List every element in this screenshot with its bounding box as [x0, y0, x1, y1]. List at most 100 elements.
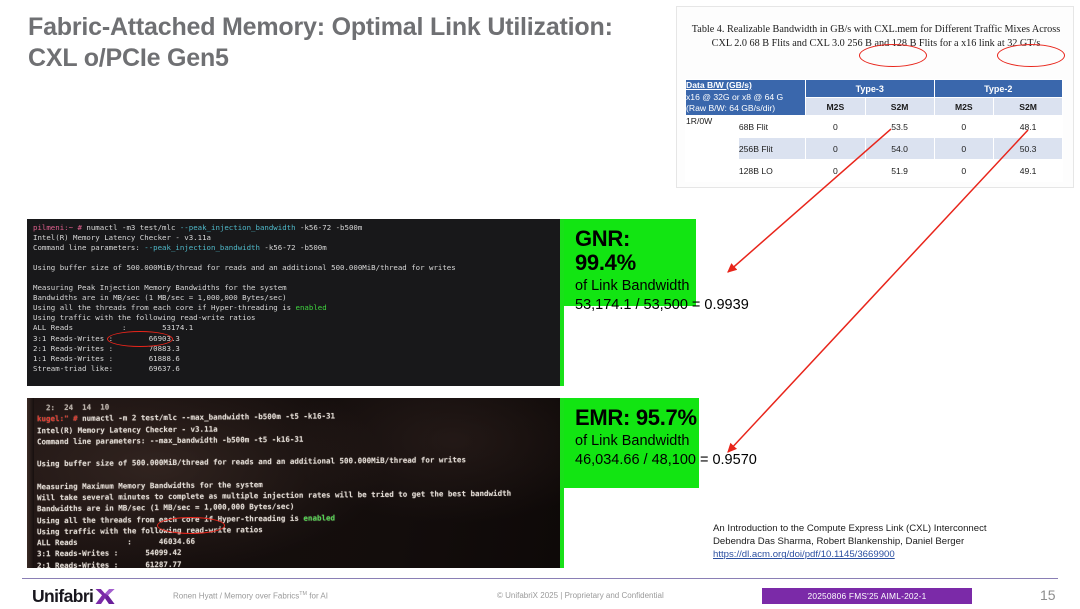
group-header-type3: Type-3 — [805, 79, 935, 98]
highlight-ellipse-535 — [859, 44, 927, 67]
terminal-2-result-value-0: 46034.66 — [158, 536, 196, 547]
row-group-label: 1R/0W — [685, 115, 739, 182]
table-row: 1R/0W 68B Flit 0 53.5 0 48.1 — [685, 115, 1063, 182]
page-number: 15 — [1040, 587, 1056, 603]
highlight-ellipse-all-reads-gnr — [107, 331, 173, 347]
citation: An Introduction to the Compute Express L… — [713, 522, 1063, 562]
terminal-2-line-1: Command line parameters: --max_bandwidth… — [37, 434, 304, 447]
citation-title: An Introduction to the Compute Express L… — [713, 523, 987, 534]
cell-r2-c3: 49.1 — [993, 159, 1063, 182]
terminal-1-result-value-0: 53174.1 — [162, 323, 194, 333]
corner-header-line2: x16 @ 32G or x8 @ 64 G — [686, 91, 784, 102]
photo-background — [27, 398, 560, 568]
footer-author-post: for AI — [307, 591, 328, 601]
unifabrix-logo: Unifabri — [32, 586, 116, 606]
terminal-2-result-value-2: 61287.77 — [145, 559, 182, 568]
bandwidth-table: Data B/W (GB/s) x16 @ 32G or x8 @ 64 G (… — [684, 79, 1063, 182]
terminal-1-line-1: Command line parameters: --peak_injectio… — [33, 243, 327, 253]
corner-header-line3: (Raw B/W: 64 GB/s/dir) — [686, 103, 776, 113]
footer-divider — [22, 578, 1058, 579]
footer-author-pre: Ronen Hyatt / Memory over Fabrics — [173, 591, 300, 601]
subheader-t2-s2m: S2M — [993, 97, 1063, 116]
terminal-1-command-flags: --peak_injection_bandwidth — [179, 223, 296, 232]
highlight-ellipse-all-reads-emr — [157, 517, 225, 534]
terminal-1-line-8: Using traffic with the following read-wr… — [33, 313, 256, 323]
terminal-1-result-label-4: Stream-triad like: — [33, 363, 114, 373]
logo-wordmark: Unifabri — [32, 585, 94, 606]
terminal-1-text: pilmeni:~ # numactl -m3 test/mlc --peak_… — [27, 219, 560, 374]
cell-r0-c2: 0 — [933, 115, 995, 138]
terminal-2-result-value-1: 54099.42 — [145, 548, 182, 558]
page-title: Fabric-Attached Memory: Optimal Link Uti… — [28, 13, 613, 72]
terminal-2-line-3: Using buffer size of 500.000MiB/thread f… — [37, 455, 466, 469]
terminal-screenshot-emr: 2: 24 14 10 kugel:" # numactl -m 2 test/… — [27, 398, 564, 568]
callout-emr-subtitle: of Link Bandwidth — [575, 433, 690, 449]
callout-emr-calculation: 46,034.66 / 48,100 = 0.9570 — [575, 452, 757, 468]
terminal-2-result-label-1: 3:1 Reads-Writes : — [37, 548, 119, 559]
cell-r1-c0: 0 — [805, 137, 866, 160]
cell-r1-c2: 0 — [933, 137, 995, 160]
cell-r2-c1: 51.9 — [864, 159, 935, 182]
callout-gnr-calculation: 53,174.1 / 53,500 = 0.9939 — [575, 297, 749, 313]
terminal-2-command: numactl -m 2 test/mlc --max_bandwidth -b… — [82, 411, 336, 424]
terminal-2-line-5: Measuring Maximum Memory Bandwidths for … — [37, 479, 263, 492]
table-caption: Table 4. Realizable Bandwidth in GB/s wi… — [691, 24, 1061, 49]
terminal-2-top-line: 2: 24 14 10 — [37, 402, 110, 413]
row-label-128b: 128B LO — [737, 159, 807, 182]
cell-r1-c1: 54.0 — [864, 137, 935, 160]
callout-gnr: GNR: 99.4% of Link Bandwidth 53,174.1 / … — [564, 219, 749, 313]
logo-x-icon — [95, 588, 115, 604]
terminal-2-result-label-0: ALL Reads : — [37, 537, 132, 548]
cell-r2-c2: 0 — [933, 159, 995, 182]
terminal-1-prompt-symbol: # — [77, 223, 87, 232]
terminal-2-prompt-symbol: # — [73, 414, 83, 424]
table-card: Table 4. Realizable Bandwidth in GB/s wi… — [676, 6, 1074, 188]
group-header-type2: Type-2 — [933, 79, 1063, 98]
table-row: 256B Flit 0 54.0 0 50.3 — [686, 137, 1063, 160]
terminal-1-line-5: Measuring Peak Injection Memory Bandwidt… — [33, 283, 287, 293]
terminal-2-result-label-2: 2:1 Reads-Writes : — [37, 559, 119, 568]
subheader-t3-s2m: S2M — [864, 97, 935, 116]
citation-link[interactable]: https://dl.acm.org/doi/pdf/10.1145/36699… — [713, 549, 895, 561]
table-row: 128B LO 0 51.9 0 49.1 — [686, 159, 1063, 182]
terminal-1-command: numactl -m3 test/mlc — [86, 223, 180, 232]
terminal-screenshot-gnr: pilmeni:~ # numactl -m3 test/mlc --peak_… — [27, 219, 564, 386]
terminal-1-line-6: Bandwidths are in MB/sec (1 MB/sec = 1,0… — [33, 293, 287, 303]
terminal-1-result-label-0: ALL Reads : — [33, 323, 127, 333]
callout-emr: EMR: 95.7% of Link Bandwidth 46,034.66 /… — [564, 398, 757, 488]
terminal-2-line-6: Will take several minutes to complete as… — [37, 488, 512, 503]
row-label-256b: 256B Flit — [737, 137, 807, 160]
terminal-2-text: 2: 24 14 10 kugel:" # numactl -m 2 test/… — [37, 398, 511, 568]
terminal-1-result-value-4: 69637.6 — [148, 363, 180, 373]
subheader-t2-m2s: M2S — [933, 97, 995, 116]
terminal-1-command-tail: -k56-72 -b500m — [295, 223, 363, 232]
terminal-2-prompt: kugel:" — [37, 414, 74, 424]
table-header-row: Data B/W (GB/s) x16 @ 32G or x8 @ 64 G (… — [684, 79, 1063, 116]
terminal-2-line-9: Using traffic with the following read-wr… — [37, 524, 263, 537]
highlight-ellipse-481 — [997, 44, 1065, 67]
cell-r0-c0: 0 — [805, 115, 866, 138]
table-subheader-row: M2S S2M M2S S2M — [686, 97, 1063, 116]
cell-r2-c0: 0 — [805, 159, 866, 182]
terminal-2-line-7: Bandwidths are in MB/sec (1 MB/sec = 1,0… — [37, 502, 295, 514]
photo-left-edge — [27, 398, 34, 568]
footer-author-tm: TM — [299, 591, 308, 597]
cell-r0-c1: 53.5 — [864, 115, 935, 138]
corner-header-line1: Data B/W (GB/s) — [686, 80, 752, 90]
citation-authors: Debendra Das Sharma, Robert Blankenship,… — [713, 536, 965, 548]
subheader-t3-m2s: M2S — [805, 97, 866, 116]
terminal-1-line-0: Intel(R) Memory Latency Checker - v3.11a — [33, 233, 211, 243]
callout-gnr-headline: GNR: 99.4% — [575, 226, 636, 275]
row-label-68b: 68B Flit — [737, 115, 807, 138]
terminal-1-line-7: Using all the threads from each core if … — [33, 303, 327, 313]
footer-code-badge: 20250806 FMS'25 AIML-202-1 — [762, 588, 972, 604]
terminal-1-result-label-3: 1:1 Reads-Writes : — [33, 353, 114, 363]
terminal-2-line-0: Intel(R) Memory Latency Checker - v3.11a — [37, 424, 218, 435]
footer-author-line: Ronen Hyatt / Memory over FabricsTM for … — [173, 591, 328, 601]
table-corner-header: Data B/W (GB/s) x16 @ 32G or x8 @ 64 G (… — [684, 79, 807, 116]
terminal-1-result-label-2: 2:1 Reads-Writes : — [33, 343, 114, 353]
terminal-1-result-value-3: 61888.6 — [148, 353, 180, 363]
terminal-1-result-label-1: 3:1 Reads-Writes : — [33, 333, 114, 343]
callout-emr-headline: EMR: 95.7% — [575, 405, 697, 430]
